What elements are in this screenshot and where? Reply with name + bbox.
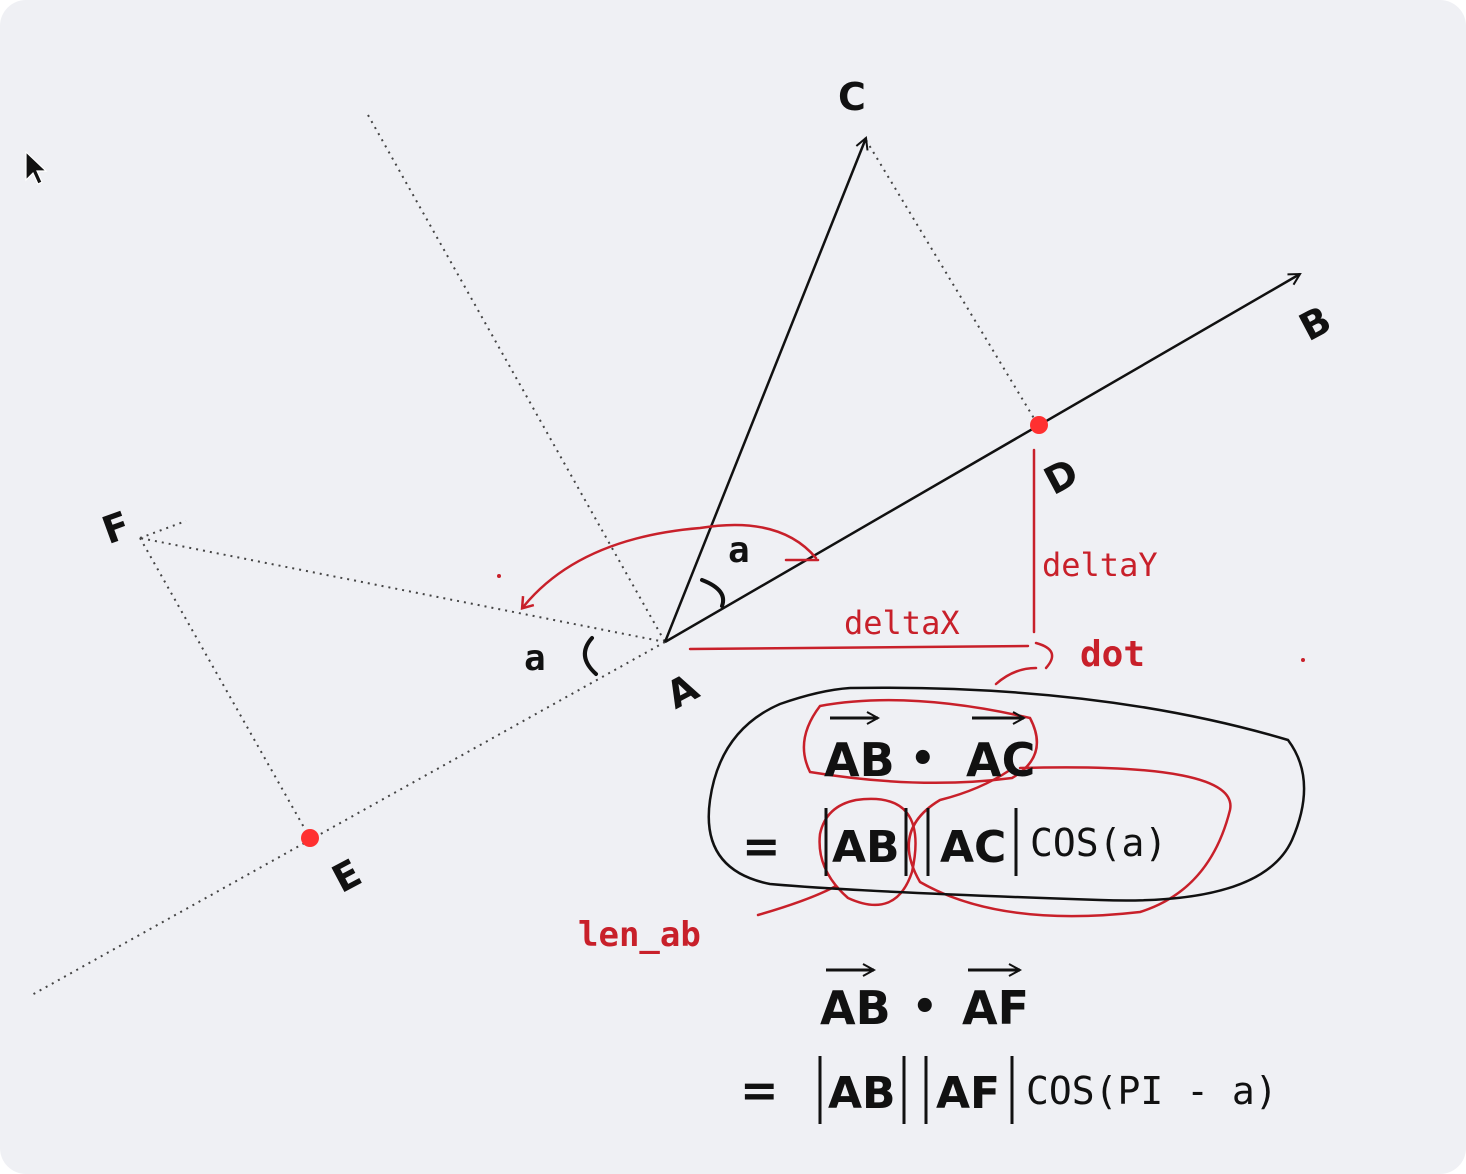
len-ab-label: len_ab xyxy=(578,915,701,955)
formula-ab-dot-ac: AB • AC = AB AC COS(a) xyxy=(742,718,1167,876)
point-label-c: C xyxy=(838,75,866,119)
dot-bracket xyxy=(1034,641,1054,670)
angle-label-a-supplement: a xyxy=(524,638,546,679)
formula1-abs-ab: AB xyxy=(832,822,900,873)
angle-label-a: a xyxy=(728,530,750,571)
angle-arc-a xyxy=(700,578,725,608)
vector-ab xyxy=(664,272,1300,644)
formula1-vec-ab: AB xyxy=(824,733,895,787)
formula1-abs-ac: AC xyxy=(940,822,1006,873)
formula1-vec-ac: AC xyxy=(966,733,1035,787)
formula2-cos: COS(PI - a) xyxy=(1026,1069,1278,1113)
formula2-vec-ab: AB xyxy=(820,981,891,1035)
formula1-equals: = xyxy=(742,819,781,873)
arrow-cursor-icon xyxy=(25,150,48,185)
vector-ac xyxy=(663,138,866,643)
point-label-d: D xyxy=(1037,450,1086,504)
formula2-abs-af: AF xyxy=(936,1068,1000,1119)
point-label-f: F xyxy=(96,503,135,553)
point-label-e: E xyxy=(325,851,369,902)
formula-outline xyxy=(707,686,1306,902)
vector-af-arrow-tip xyxy=(139,520,187,539)
vector-af-line xyxy=(139,537,666,643)
formula2-equals: = xyxy=(740,1063,779,1117)
delta-x-label: deltaX xyxy=(844,604,960,642)
red-annotations xyxy=(520,448,1232,918)
stray-dot xyxy=(1301,658,1305,662)
delta-y-label: deltaY xyxy=(1042,546,1158,584)
point-e-marker xyxy=(301,829,319,847)
formula2-abs-ab: AB xyxy=(828,1068,896,1119)
formula2-dot-operator: • xyxy=(912,984,938,1030)
len-ac-cos-loop xyxy=(907,766,1232,918)
point-label-a: A xyxy=(659,665,706,718)
formula1-dot-operator: • xyxy=(910,736,936,782)
formula1-cos: COS(a) xyxy=(1030,821,1167,865)
formula2-vec-af: AF xyxy=(962,981,1029,1035)
vector-product-loop xyxy=(802,698,1039,785)
delta-x-line xyxy=(688,644,1030,651)
extension-ba-line xyxy=(29,641,666,997)
formula-ab-dot-af: AB • AF = AB AF COS(PI - a) xyxy=(740,970,1278,1124)
dot-pointer-arrow xyxy=(994,666,1038,686)
dotted-guides xyxy=(29,114,1039,997)
len-ab-loop xyxy=(818,797,917,907)
point-label-b: B xyxy=(1292,297,1338,349)
dot-label: dot xyxy=(1080,634,1145,675)
point-d-marker xyxy=(1030,416,1048,434)
projection-cd-line xyxy=(865,139,1039,426)
perpendicular-guide-line xyxy=(367,114,666,643)
angle-transfer-arrow xyxy=(520,523,818,610)
stray-dot xyxy=(497,574,501,578)
angle-arc-a-supplement xyxy=(583,636,598,676)
projection-fe-line xyxy=(139,537,311,839)
len-ab-pointer xyxy=(756,884,838,917)
